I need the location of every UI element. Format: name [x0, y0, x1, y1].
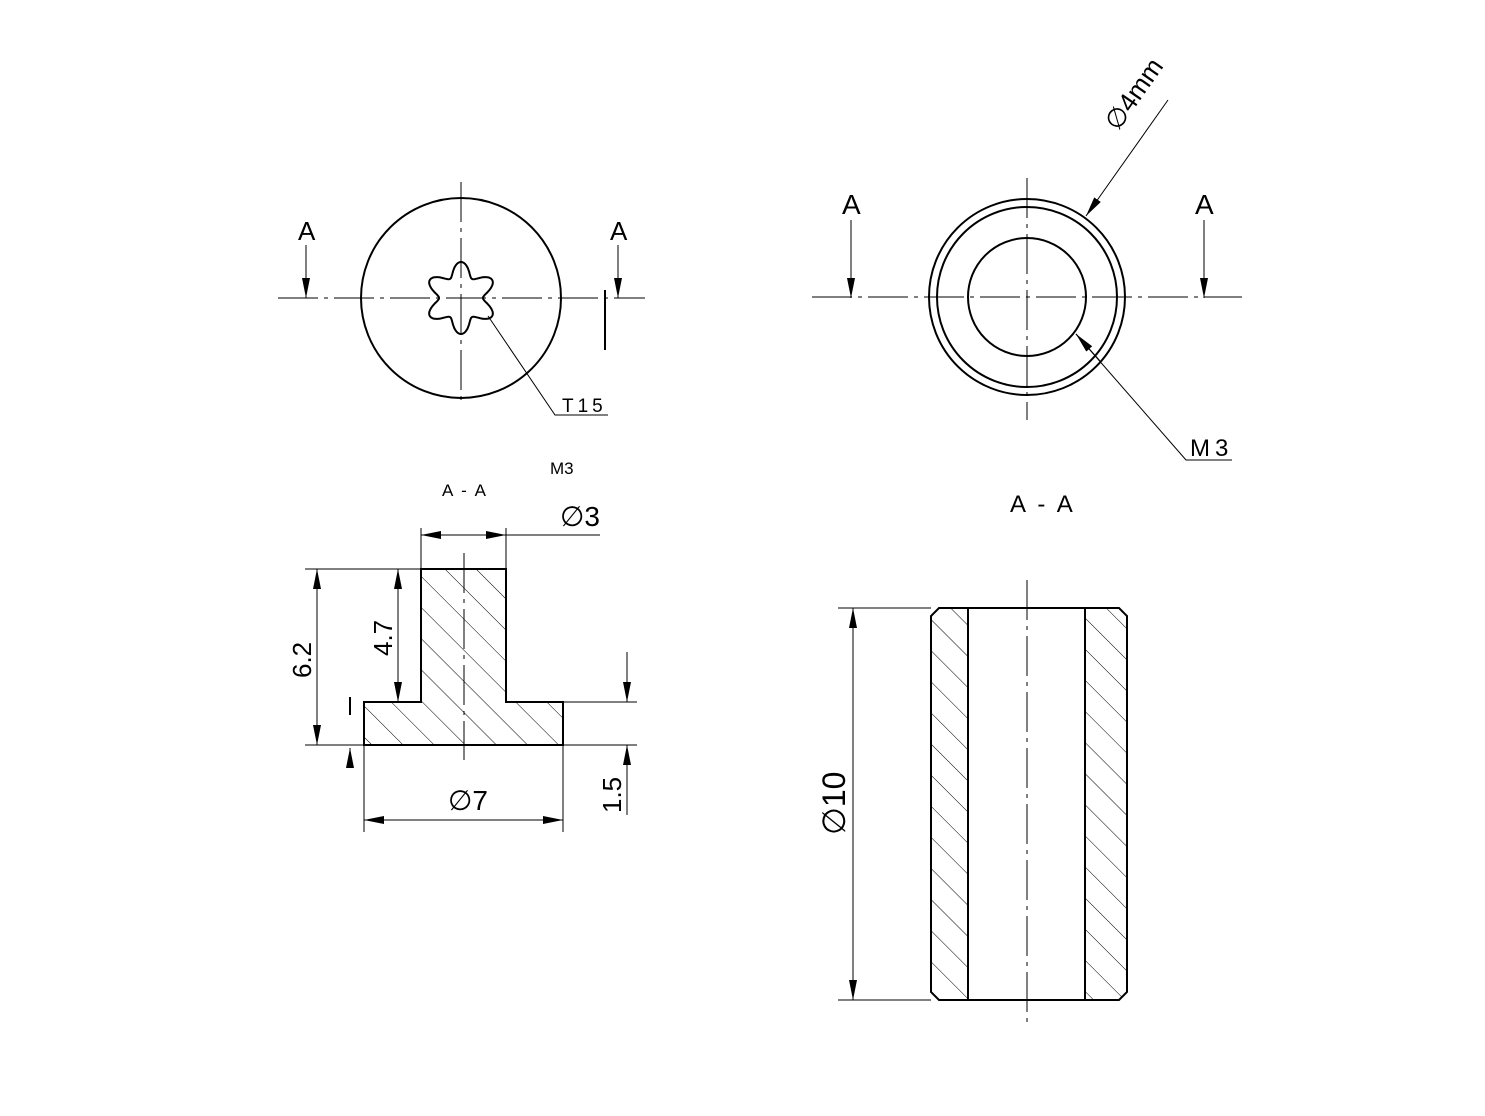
stem-diameter-label: ∅3 — [560, 501, 600, 532]
section-title: A - A — [1010, 491, 1076, 518]
top-left-view: T15 A A — [278, 182, 645, 417]
top-right-view: ∅4mm M3 A A — [812, 52, 1242, 462]
right-wall-hatch — [1085, 608, 1127, 1000]
sleeve-outline — [930, 607, 1128, 1001]
m3-leader — [1075, 333, 1232, 461]
bottom-right-section: A - A ∅10 — [816, 491, 1128, 1028]
m3-arrow — [1075, 333, 1101, 362]
stem-height-label: 4.7 — [368, 620, 398, 656]
outer-circle — [928, 198, 1126, 396]
chamfer-circle — [936, 206, 1118, 388]
section-marker-a-left: A — [298, 216, 316, 246]
section-title: A - A — [442, 481, 488, 500]
outer-diameter-label: ∅4mm — [1098, 52, 1169, 135]
bottom-left-section: M3 A - A ∅3 6.2 4.7 1.5 ∅7 — [287, 459, 637, 832]
m3-label: M3 — [1190, 435, 1233, 462]
bore-circle — [967, 237, 1087, 357]
head-outline — [360, 197, 562, 399]
torx-socket — [428, 261, 494, 335]
flange-thickness-label: 1.5 — [597, 777, 627, 813]
diameter-leader — [1085, 99, 1169, 217]
section-marker-a-left: A — [842, 189, 861, 220]
length-label: ∅10 — [816, 772, 852, 835]
left-wall-hatch — [931, 608, 968, 1000]
m3-label: M3 — [550, 459, 574, 478]
t15-label: T15 — [562, 396, 607, 417]
section-marker-a-right: A — [610, 216, 628, 246]
total-height-label: 6.2 — [287, 642, 317, 678]
flange-diameter-label: ∅7 — [448, 785, 488, 816]
section-marker-a-right: A — [1195, 189, 1214, 220]
t15-leader — [487, 315, 608, 416]
